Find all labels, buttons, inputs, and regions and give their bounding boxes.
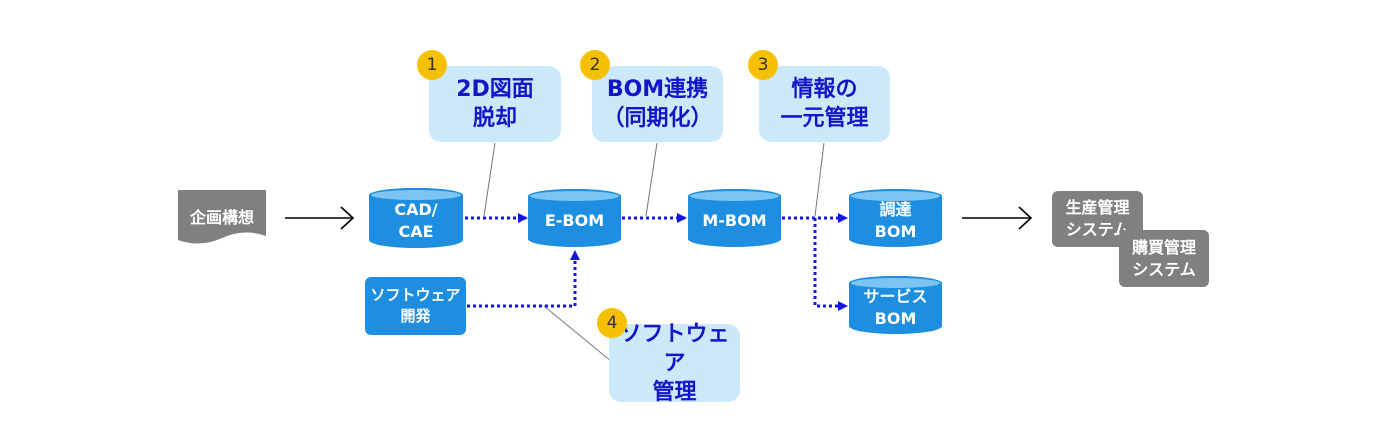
kikaku-document-shape	[178, 190, 266, 244]
cad-label-line2: CAE	[398, 222, 434, 241]
ebom-label: E-BOM	[544, 211, 605, 230]
mbom-cylinder: M-BOM	[688, 189, 781, 247]
kobai-label-line1: 購買管理	[1131, 237, 1196, 257]
leader-line-2	[645, 142, 658, 217]
service-bom-cylinder: サービス BOM	[849, 276, 942, 334]
arrow-kikaku-to-cad	[285, 206, 355, 230]
callout-bom-sync: BOM連携 （同期化）	[592, 66, 723, 142]
kikaku-label: 企画構想	[189, 208, 254, 227]
arrow-to-systems	[962, 206, 1033, 230]
chotatsu-bom-cylinder: 調達 BOM	[849, 189, 942, 247]
callout-2d-drawing: 2D図面 脱却	[429, 66, 561, 142]
dotted-arrow-software-to-ebom	[467, 250, 580, 308]
service-label-line2: BOM	[874, 309, 917, 328]
callout-4-line1: ソフトウェア	[619, 321, 730, 376]
callout-info-management: 情報の 一元管理	[759, 66, 890, 142]
ebom-cylinder: E-BOM	[528, 189, 621, 247]
kobai-label-line2: システム	[1132, 259, 1196, 279]
software-label-line2: 開発	[400, 307, 431, 325]
seisan-system-box: 生産管理 システム	[1052, 191, 1143, 247]
badge-3: 3	[748, 50, 778, 80]
software-dev-box: ソフトウェア 開発	[365, 277, 466, 335]
callout-2-line1: BOM連携	[606, 77, 709, 102]
cad-cae-cylinder: CAD/ CAE	[369, 188, 463, 248]
seisan-label-line1: 生産管理	[1065, 198, 1130, 217]
dotted-arrow-mbom-to-service	[813, 218, 848, 311]
callout-software-management: ソフトウェア 管理	[609, 322, 740, 405]
badge-1: 1	[417, 50, 447, 80]
badge-4: 4	[597, 308, 627, 338]
callout-2-line2: （同期化）	[602, 106, 713, 131]
callout-3-line1: 情報の	[791, 77, 858, 102]
leader-line-1	[483, 142, 496, 217]
callout-4-line2: 管理	[652, 379, 697, 405]
chotatsu-label-line2: BOM	[874, 222, 917, 241]
mbom-label: M-BOM	[702, 211, 767, 230]
badge-2: 2	[580, 50, 610, 80]
leader-line-4	[543, 305, 613, 363]
kobai-system-box: 購買管理 システム	[1119, 230, 1209, 287]
software-label-line1: ソフトウェア	[370, 286, 461, 304]
service-label-line1: サービス	[863, 287, 928, 306]
cad-label-line1: CAD/	[394, 200, 438, 219]
callout-3-line2: 一元管理	[780, 106, 869, 131]
chotatsu-label-line1: 調達	[879, 200, 912, 219]
callout-1-line1: 2D図面	[456, 77, 534, 102]
leader-line-3	[814, 142, 825, 217]
seisan-label-line2: システム	[1065, 220, 1130, 239]
callout-1-line2: 脱却	[472, 106, 517, 131]
